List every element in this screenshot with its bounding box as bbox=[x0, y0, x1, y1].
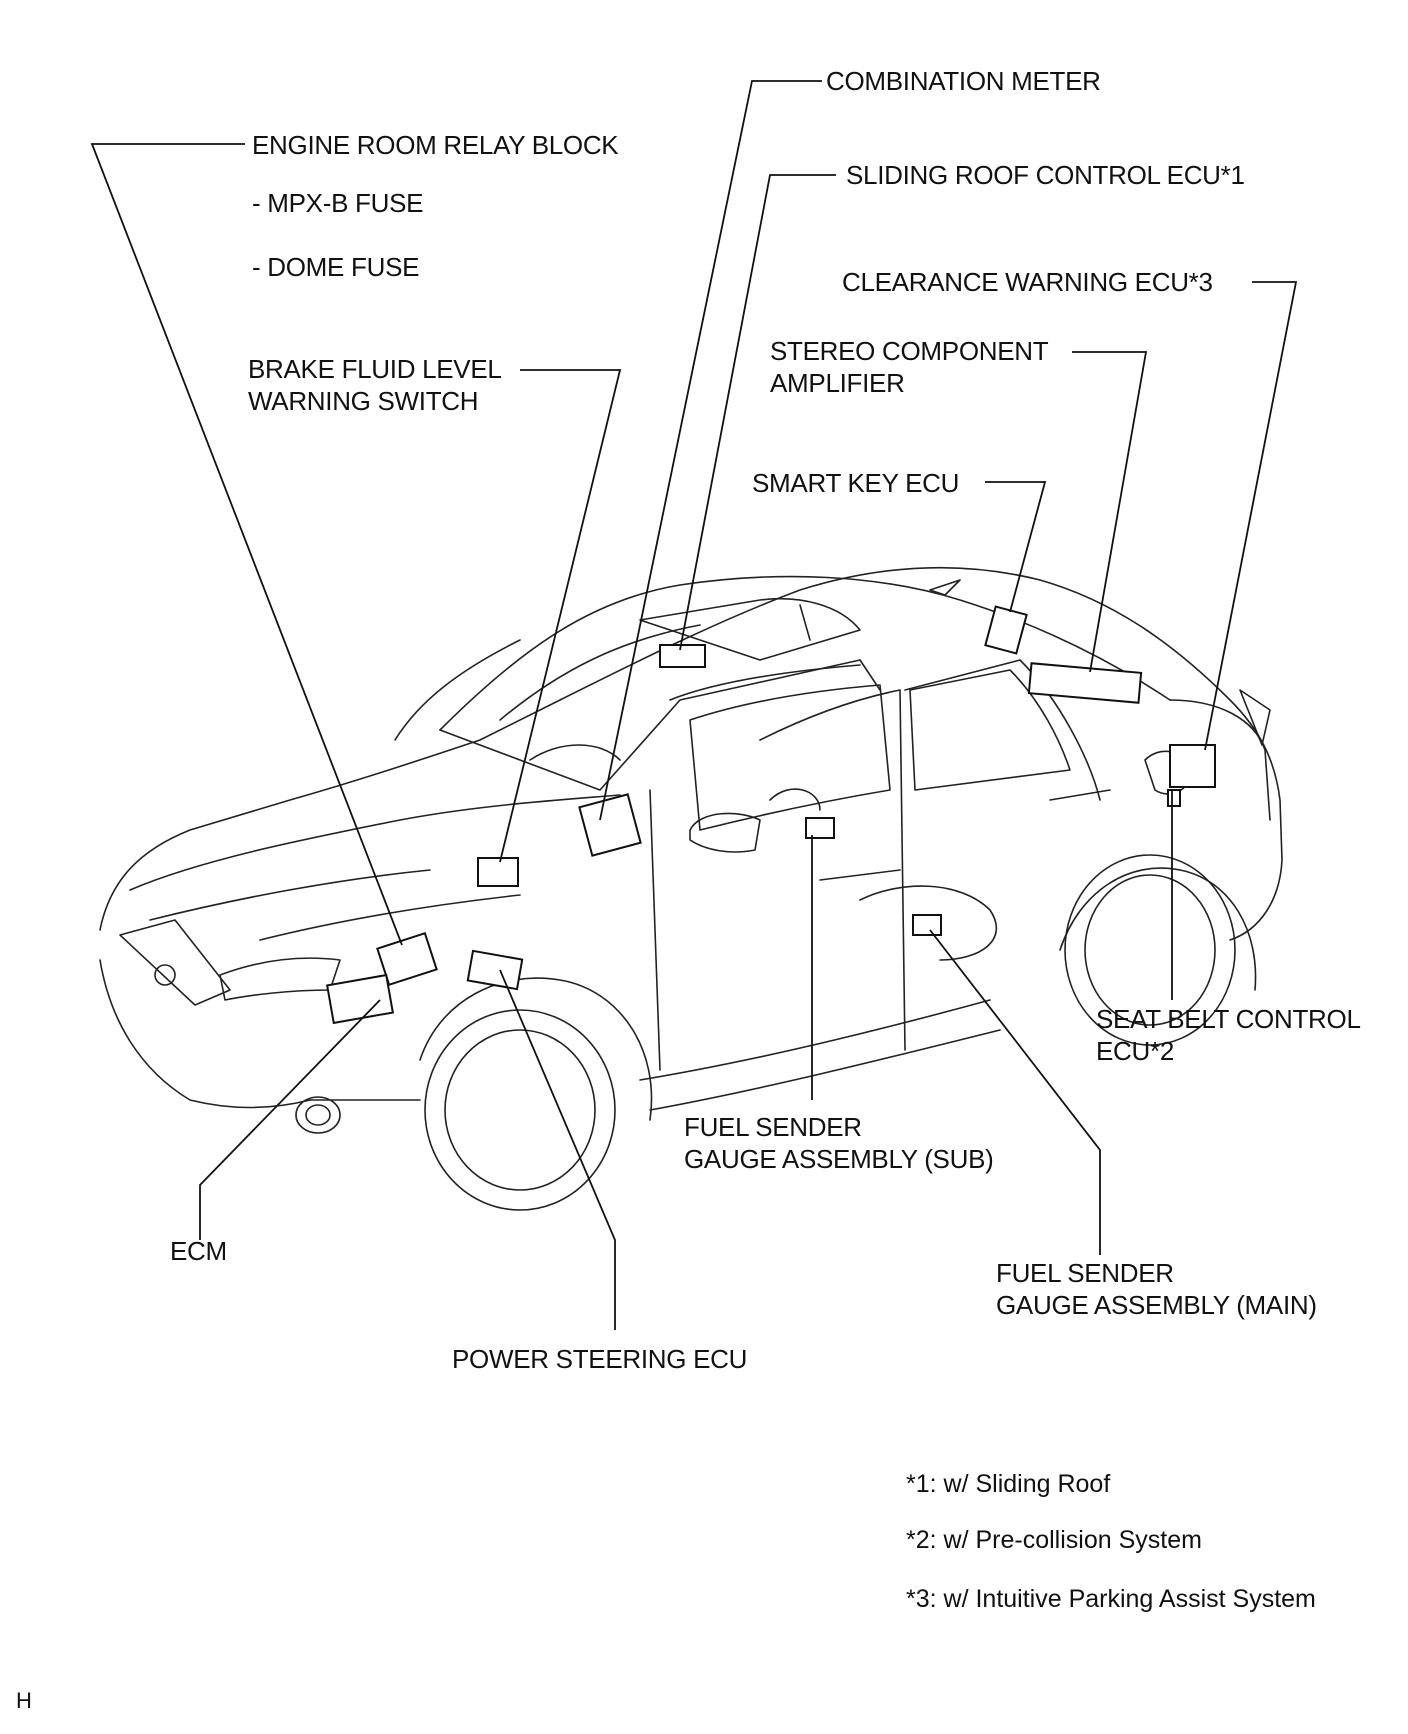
clearance-warning-ecu-label: CLEARANCE WARNING ECU*3 bbox=[842, 267, 1213, 297]
ecm-label: ECM bbox=[170, 1236, 227, 1266]
leader-lines bbox=[90, 80, 1298, 1330]
fuel-sender-main-marker bbox=[912, 914, 942, 936]
combination-meter-label: COMBINATION METER bbox=[826, 66, 1101, 96]
sliding-roof-ecu-marker bbox=[659, 644, 706, 668]
brake-fluid-label-line2: WARNING SWITCH bbox=[248, 386, 479, 416]
leader-smart-key-ecu bbox=[985, 481, 1047, 613]
power-steering-ecu-label: POWER STEERING ECU bbox=[452, 1344, 748, 1374]
leader-stereo-amplifier bbox=[1072, 351, 1148, 673]
clearance-warning-ecu-marker bbox=[1169, 744, 1216, 788]
smart-key-ecu-label: SMART KEY ECU bbox=[752, 468, 960, 498]
combination-meter-marker bbox=[578, 793, 642, 857]
footnote-3: *3: w/ Intuitive Parking Assist System bbox=[906, 1585, 1316, 1613]
seat-belt-ecu-label-line1: SEAT BELT CONTROL bbox=[1096, 1004, 1361, 1034]
fuel-sender-main-label-line2: GAUGE ASSEMBLY (MAIN) bbox=[996, 1290, 1317, 1320]
leader-ecm bbox=[199, 999, 381, 1240]
fuel-sender-sub-marker bbox=[805, 817, 835, 839]
smart-key-ecu-marker bbox=[984, 605, 1028, 655]
brake-fluid-switch-marker bbox=[477, 857, 519, 887]
sliding-roof-ecu-label: SLIDING ROOF CONTROL ECU*1 bbox=[846, 160, 1245, 190]
fuel-sender-main-label-line1: FUEL SENDER bbox=[996, 1258, 1174, 1288]
mpx-b-fuse-label: - MPX-B FUSE bbox=[252, 188, 424, 218]
car-body-outline bbox=[99, 566, 1283, 1211]
fuel-sender-sub-label-line2: GAUGE ASSEMBLY (SUB) bbox=[684, 1144, 994, 1174]
engine-room-relay-block-label: ENGINE ROOM RELAY BLOCK bbox=[252, 130, 619, 160]
footnote-1: *1: w/ Sliding Roof bbox=[906, 1470, 1111, 1498]
leader-clearance-warning-ecu bbox=[1204, 281, 1298, 751]
footnote-2: *2: w/ Pre-collision System bbox=[906, 1526, 1202, 1554]
leader-power-steering-ecu bbox=[499, 969, 616, 1330]
leader-brake-fluid-switch bbox=[499, 369, 622, 863]
seat-belt-ecu-label-line2: ECU*2 bbox=[1096, 1036, 1174, 1066]
leader-engine-room-relay-block bbox=[90, 143, 403, 946]
corner-mark: H bbox=[16, 1688, 32, 1713]
power-steering-ecu-marker bbox=[466, 949, 524, 991]
dome-fuse-label: - DOME FUSE bbox=[252, 252, 420, 282]
leader-combination-meter bbox=[599, 80, 822, 821]
ecm-marker bbox=[325, 973, 395, 1025]
stereo-amplifier-marker bbox=[1027, 662, 1143, 704]
component-markers bbox=[325, 605, 1216, 1025]
seat-belt-ecu-marker bbox=[1167, 789, 1181, 807]
brake-fluid-label-line1: BRAKE FLUID LEVEL bbox=[248, 354, 502, 384]
stereo-amplifier-label-line1: STEREO COMPONENT bbox=[770, 336, 1049, 366]
leader-fuel-sender-main bbox=[929, 929, 1101, 1255]
stereo-amplifier-label-line2: AMPLIFIER bbox=[770, 368, 905, 398]
fuel-sender-sub-label-line1: FUEL SENDER bbox=[684, 1112, 862, 1142]
leader-sliding-roof-ecu bbox=[679, 174, 836, 651]
